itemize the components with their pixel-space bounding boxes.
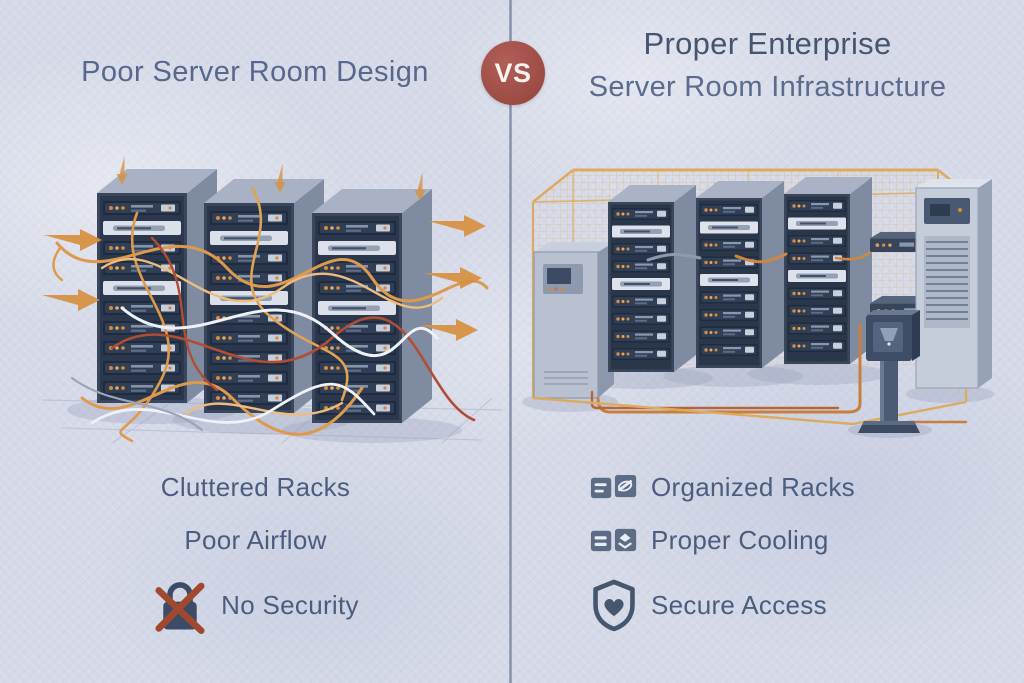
server-rack-pair-icon (590, 475, 637, 499)
feature-label: Poor Airflow (184, 524, 327, 555)
tangled-cables (52, 186, 489, 443)
feature-label: Secure Access (651, 589, 827, 620)
access-control-kiosk (858, 310, 920, 433)
shield-heart-icon (593, 579, 635, 632)
messy-rack-3 (312, 189, 432, 423)
lock-crossed-icon (155, 582, 205, 634)
feature-secure-access: Secure Access (590, 576, 827, 634)
messy-rack-2 (204, 179, 324, 413)
cooling-unit (915, 179, 992, 389)
feature-poor-airflow: Poor Airflow (0, 523, 511, 557)
feature-cluttered-racks: Cluttered Racks (0, 470, 511, 504)
right-title-line1: Proper Enterprise (643, 26, 892, 61)
feature-no-security: No Security (0, 574, 511, 636)
poor-server-room-illustration (42, 156, 502, 443)
cooling-unit-pair-icon (590, 528, 637, 552)
right-title-line2: Server Room Infrastructure (588, 71, 947, 103)
feature-organized-racks: Organized Racks (590, 468, 855, 506)
feature-label: Organized Racks (651, 471, 855, 502)
ups-cabinet (533, 242, 614, 399)
organized-rack-1 (608, 185, 696, 372)
airflow-in-arrows (42, 229, 102, 311)
organized-rack-2 (696, 181, 784, 368)
feature-proper-cooling: Proper Cooling (590, 521, 829, 559)
feature-label: No Security (221, 589, 359, 620)
vs-badge: VS (481, 41, 545, 105)
proper-server-room-illustration (522, 168, 994, 438)
right-panel-title: Proper Enterprise Server Room Infrastruc… (515, 26, 1020, 104)
feature-label: Cluttered Racks (160, 471, 351, 502)
feature-label: Proper Cooling (651, 524, 829, 555)
center-divider-line (509, 0, 512, 683)
messy-rack-1 (97, 169, 217, 403)
left-panel-title: Poor Server Room Design (81, 56, 429, 88)
